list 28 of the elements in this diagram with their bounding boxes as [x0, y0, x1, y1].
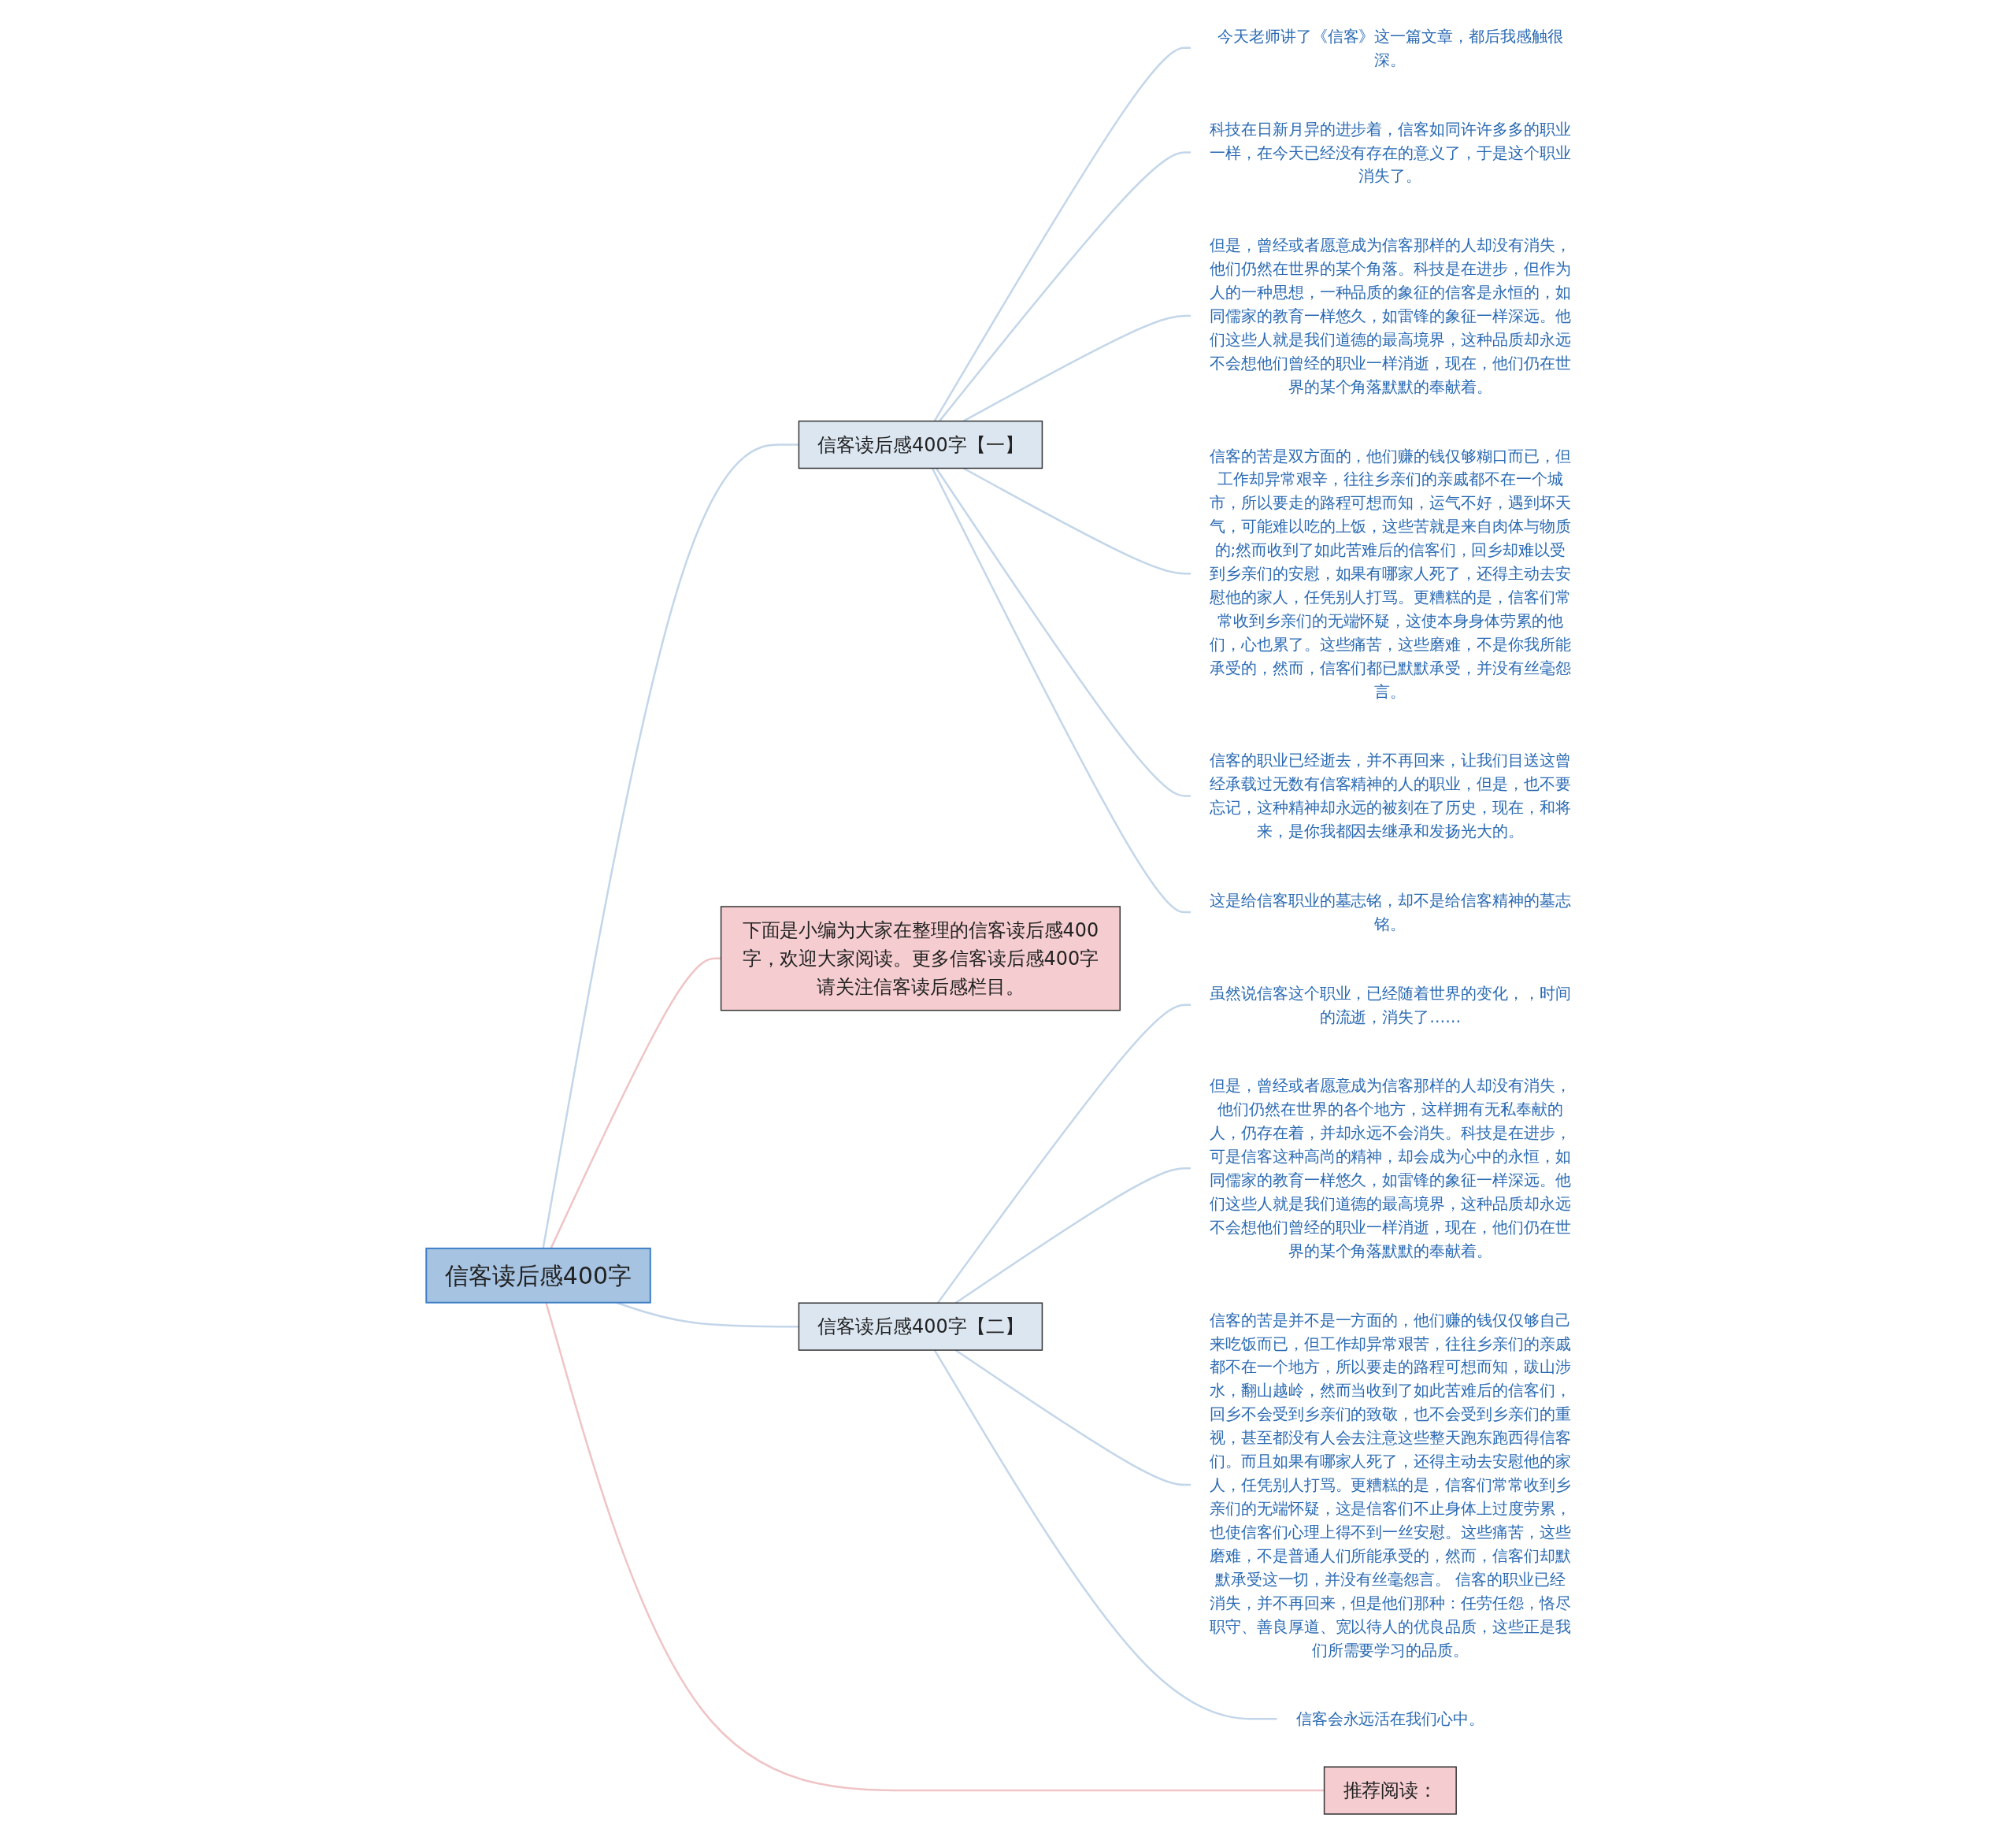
connector — [931, 467, 1191, 914]
node-box: 推荐阅读： — [1323, 1766, 1457, 1815]
node-text: 科技在日新月异的进步着，信客如同许许多多的职业一样，在今天已经没有存在的意义了，于是这个职业消失了。 — [1209, 119, 1571, 186]
connector — [962, 467, 1191, 575]
node-box: 信客读后感400字【一】 — [798, 420, 1043, 469]
node-text: 但是，曾经或者愿意成为信客那样的人却没有消失，他们仍然在世界的各个地方，这样拥有无私奉献的人，仍存在着，并却永远不会消失。科技是在进步，可是信客这种高尚的精神，却会成为心中的永恒，如同儒家的教育一样悠久，如雷锋的象征一样深远。他们这些人就是我们道德的最高境界，这种品质却永远不会想他们曾经的职业一样消逝，现在，他们仍在世界的某个角落默默的奉献着。 — [1209, 1076, 1571, 1260]
connector — [935, 467, 1191, 797]
node-text: 今天老师讲了《信客》这一篇文章，都后我感触很深。 — [1217, 26, 1563, 69]
node-text: 这是给信客职业的墓志铭，却不是给信客精神的墓志铭。 — [1209, 891, 1571, 933]
node-box: 信客读后感400字 — [425, 1247, 651, 1304]
connector — [542, 443, 799, 1249]
connector — [936, 1004, 1191, 1304]
connector — [550, 957, 721, 1249]
connector — [939, 151, 1191, 422]
node-text: 虽然说信客这个职业，已经随着世界的变化，，时间的流逝，消失了…… — [1209, 983, 1571, 1026]
node-text: 信客的苦是并不是一方面的，他们赚的钱仅仅够自己来吃饭而已，但工作却异常艰苦，往往乡亲们的亲戚都不在一个地方，所以要走的路程可想而知，跋山涉水，翻山越岭，然而当收到了如此苦难后的信客们，回乡不会受到乡亲们的致敬，也不会受到乡亲们的重视，甚至都没有人会去注意这些整天跑东跑西得信客们。而且如果有哪家人死了，还得主动去安慰他的家人，任凭别人打骂。更糟糕的是，信客们常常收到乡亲们的无端怀疑，这是信客们不止身体上过度劳累，也使信客们心理上得不到一丝安慰。这些痛苦，这些磨难，不是普通人们所能承受的，然而，信客们却默默承受这一切，并没有丝毫怨言。 信客的职业已经消失，并不再回来，但是他们那种：任劳任怨，恪尽职守、善良厚道、宽以待人的优良品质，这些正是我们所需要学习的品质。 — [1209, 1310, 1571, 1660]
connector — [933, 1349, 1277, 1720]
connector — [954, 1167, 1191, 1304]
node-text: 信客会永远活在我们心中。 — [1295, 1709, 1485, 1729]
connector — [962, 314, 1191, 422]
connector — [933, 46, 1191, 422]
connector — [616, 1301, 799, 1328]
node-text: 信客的职业已经逝去，并不再回来，让我们目送这曾经承载过无数有信客精神的人的职业，但是，也不要忘记，这种精神却永远的被刻在了历史，现在，和将来，是你我都因去继承和发扬光大的。 — [1209, 751, 1571, 841]
node-box: 信客读后感400字【二】 — [798, 1302, 1043, 1351]
connector — [954, 1349, 1191, 1486]
node-box: 下面是小编为大家在整理的信客读后感400字，欢迎大家阅读。更多信客读后感400字请关注信客读后感栏目。 — [720, 906, 1121, 1011]
node-text: 但是，曾经或者愿意成为信客那样的人却没有消失，他们仍然在世界的某个角落。科技是在进步，但作为人的一种思想，一种品质的象征的信客是永恒的，如同儒家的教育一样悠久，如雷锋的象征一样深远。他们这些人就是我们道德的最高境界，这种品质却永远不会想他们曾经的职业一样消逝，现在，他们仍在世界的某个角落默默的奉献着。 — [1209, 236, 1571, 396]
node-text: 信客的苦是双方面的，他们赚的钱仅够糊口而已，但工作却异常艰辛，往往乡亲们的亲戚都不在一个城市，所以要走的路程可想而知，运气不好，遇到坏天气，可能难以吃的上饭，这些苦就是来自肉体与物质的;然而收到了如此苦难后的信客们，回乡却难以受到乡亲们的安慰，如果有哪家人死了，还得主动去安慰他的家人，任凭别人打骂。更糟糕的是，信客们常常收到乡亲们的无端怀疑，这使本身身体劳累的他们，心也累了。这些痛苦，这些磨难，不是你我所能承受的，然而，信客们都已默默承受，并没有丝毫怨言。 — [1209, 446, 1571, 701]
